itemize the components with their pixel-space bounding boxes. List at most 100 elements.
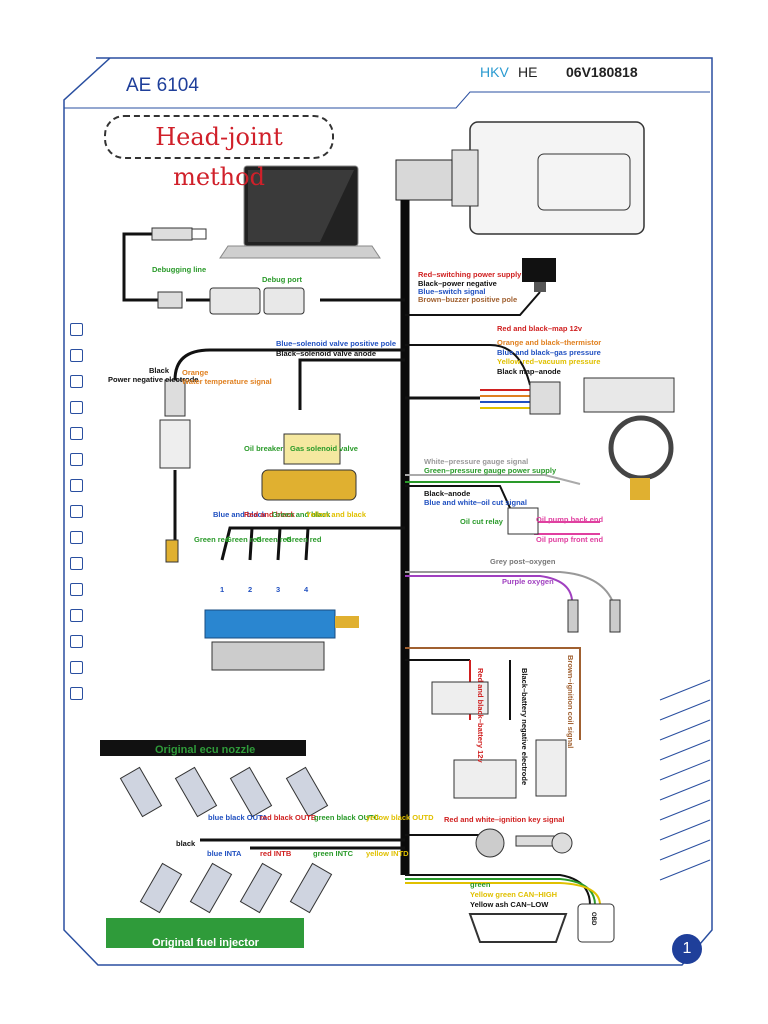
oxygen-grey-label: Grey post–oxygen [490,557,556,566]
rail-wires [220,526,405,561]
debug-wires [122,232,405,302]
obd-text: OBD [590,912,596,926]
obd-port-icon [468,913,568,943]
checkbox-11 [70,583,83,596]
oxygen-purple-label: Purple oxygen [502,577,554,586]
inj-top-a: blue black OUTA [208,813,268,822]
obd-wires [405,874,601,906]
pressure-gauge-icon [608,415,674,500]
obd-plug-icon [577,903,615,943]
rail-num-4: 4 [304,585,309,594]
model-label: AE 6104 [126,75,199,96]
brand-he: HE [518,64,538,80]
rail-pair-4: Yellow and black [306,510,367,519]
inj-top-b: red black OUTB [260,813,317,822]
oilpump-back-label: Oil pump back end [536,515,604,524]
debug-port-label: Debug port [262,275,302,284]
coil-brown-label: Brown–ignition coil signal [566,655,575,748]
gauge-green-label: Green–pressure gauge power supply [424,466,557,475]
rail-num-3: 3 [276,585,280,594]
map-sensor-icon [529,377,675,415]
temp-black-label: Black [149,366,170,375]
oxygen-wires [405,571,613,601]
ecu-nozzle-bar [100,740,306,756]
obd-canhigh-label: Yellow green CAN–HIGH [470,890,557,899]
ignition-label: Red and white–ignition key signal [444,815,564,824]
checkbox-2 [70,349,83,362]
debug-line-label: Debugging line [152,265,206,274]
header-divider [64,91,710,109]
temp-powerneg-label: Power negative electrode [108,375,198,384]
gauge-wires [405,474,581,485]
temp-water-label: Water temperature signal [182,377,272,386]
rail-pair-1: Blue and black [213,510,267,519]
obd-canlow-label: Yellow ash CAN–LOW [470,900,549,909]
fuel-injector-bar [106,918,304,948]
inj-bot-c: green INTC [313,849,354,858]
rail-num-1: 1 [220,585,224,594]
checkbox-6 [70,453,83,466]
temp-wires [173,348,405,540]
brand-hkv: HKV [480,64,509,80]
laptop-icon [219,165,381,259]
battery-wires [405,647,581,740]
inj-top-c: green black OUTC [314,813,380,822]
coil-icon [535,739,567,797]
inj-bot-a: blue INTA [207,849,242,858]
checkbox-4 [70,401,83,414]
checkbox-7 [70,479,83,492]
ecu-nozzle-label: Original ecu nozzle [155,744,255,756]
switch-wires [405,291,541,316]
ecu-box-icon [395,121,645,235]
map-wires [405,344,531,409]
map-orangeblack-label: Orange and black–thermistor [497,338,601,347]
oilcut-bluewhite-label: Blue and white–oil cut signal [424,498,527,507]
solenoid-valve-icon [261,433,357,501]
checkbox-15 [70,687,83,700]
fuel-injector-label: Original fuel injector [152,937,260,949]
relay-icon [507,507,539,535]
oilpump-front-label: Oil pump front end [536,535,603,544]
oil-breaker-label: Oil breaker [244,444,283,453]
rail-num-2: 2 [248,585,252,594]
rail-pair-2: Red and black [244,510,296,519]
checkbox-1 [70,323,83,336]
injector-harness-wires [200,838,405,850]
page-frame [63,57,713,966]
injector-rail-icon [204,609,359,671]
map-redblack-label: Red and black–map 12v [497,324,583,333]
checkbox-9 [70,531,83,544]
temp-sensor-icon [159,379,191,563]
rail-green-1: Green red [194,535,230,544]
switch-black-label: Black–power negative [418,279,497,288]
oilcut-relay-label: Oil cut relay [460,517,504,526]
ignition-key-icon [475,828,573,858]
map-blackmap-label: Black map–anode [497,367,561,376]
oxygen-sensor-icon [567,599,621,633]
solenoid-blue-label: Blue–solenoid valve positive pole [276,339,396,348]
battery-black-label: Black–battery negative electrode [520,668,529,785]
checkbox-14 [70,661,83,674]
solenoid-black-label: Black–solenoid valve anode [276,349,376,358]
checkbox-3 [70,375,83,388]
inj-top-d: yellow black OUTD [366,813,434,822]
checkbox-12 [70,609,83,622]
rail-green-3: Green red [256,535,292,544]
page-title: Head-joint method [104,115,334,191]
oilcut-black-label: Black–anode [424,489,470,498]
map-yellowred-label: Yellow red–vacuum pressure [497,357,600,366]
checkbox-8 [70,505,83,518]
gauge-white-label: White–pressure gauge signal [424,457,528,466]
checkbox-5 [70,427,83,440]
rail-green-4: Green red [286,535,322,544]
injector-icons [119,766,333,914]
battery-icon [431,681,517,799]
gas-valve-label: Gas solenoid valve [290,444,358,453]
temp-orange-label: Orange [182,368,208,377]
checkbox-13 [70,635,83,648]
usb-plug-icon [151,227,207,241]
map-blueblack-label: Blue and black–gas pressure [497,348,601,357]
switch-icon [522,258,556,292]
